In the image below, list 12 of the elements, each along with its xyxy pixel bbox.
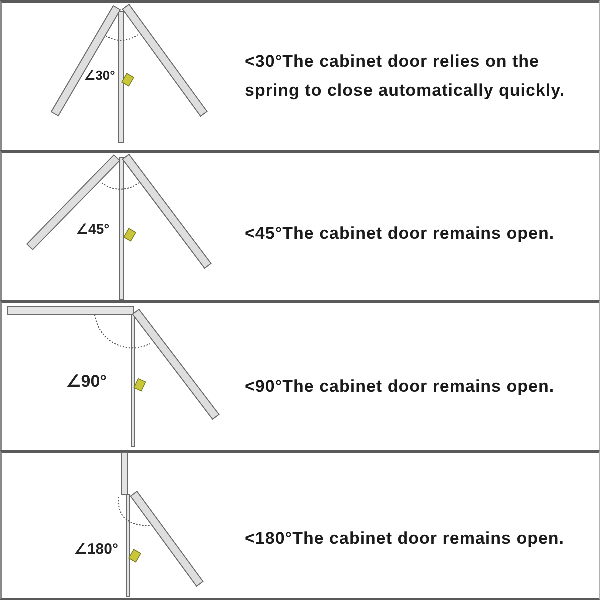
illustration-panel [0,0,600,150]
description-text: <30°The cabinet door relies on the spring to close automatically quickly. [245,51,566,102]
description-text: <45°The cabinet door remains open. [245,223,556,245]
illustration-panel [0,300,600,450]
description-text: <180°The cabinet door remains open. [245,528,566,550]
illustration-panel [0,450,600,600]
angle-label: ∠30° [84,69,116,82]
angle-label: ∠180° [74,542,118,557]
angle-label: ∠45° [76,222,110,236]
illustration-panel [0,150,600,300]
description-text: <90°The cabinet door remains open. [245,376,556,398]
angle-label: ∠90° [66,373,107,390]
